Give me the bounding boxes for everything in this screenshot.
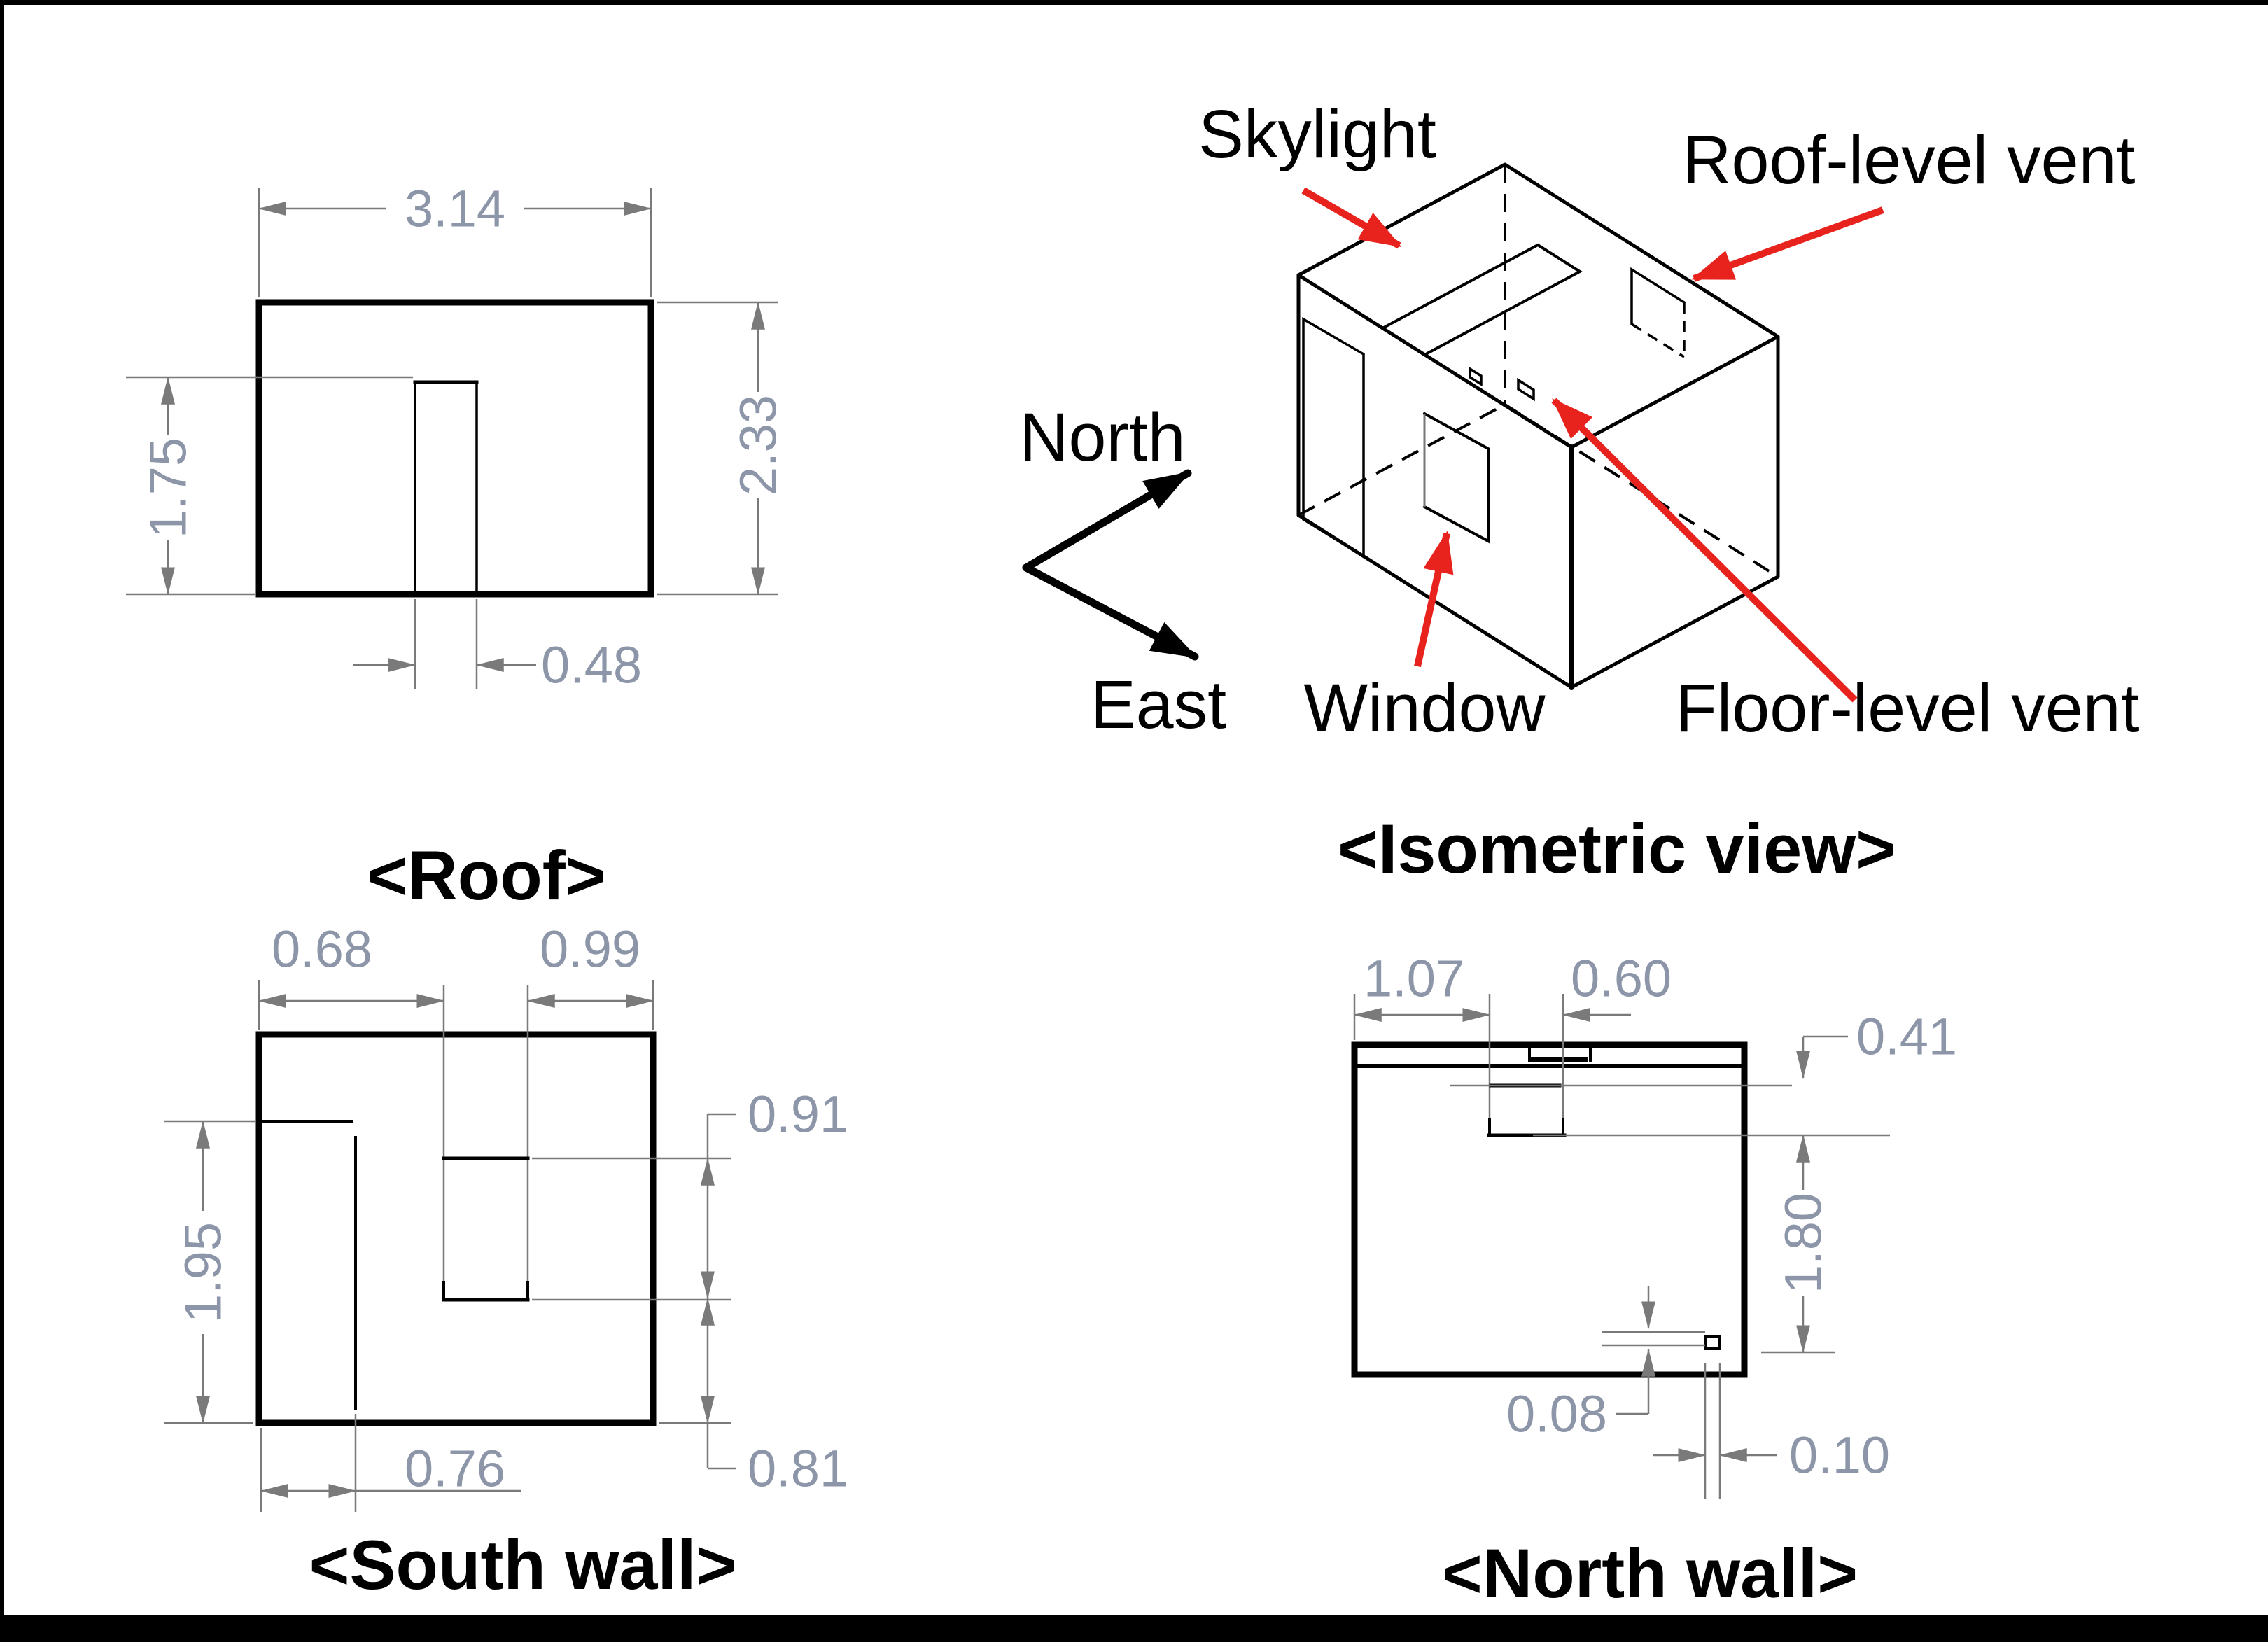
roof-outline — [255, 299, 654, 598]
roof-view: 3.14 2.33 1.75 0.48 <Roof> — [126, 180, 788, 914]
compass-north-label: North — [1019, 399, 1185, 475]
north-wall-caption: <North wall> — [1442, 1534, 1858, 1612]
floor-vent-callout-arrow — [1551, 398, 1858, 703]
page-border-bottom — [0, 1615, 2268, 1642]
north-wall-outline — [1351, 1041, 1748, 1378]
north-dim-008-value: 0.08 — [1506, 1385, 1607, 1443]
north-dim-107-value: 1.07 — [1364, 950, 1464, 1008]
north-dim-180-value: 1.80 — [1774, 1193, 1833, 1293]
roof-vent-label: Roof-level vent — [1683, 122, 2136, 198]
south-window-side-extensions — [442, 985, 529, 1300]
south-dim-091-value: 0.91 — [748, 1086, 848, 1144]
south-window-side-ticks — [442, 1281, 529, 1301]
north-dim-060-value: 0.60 — [1571, 950, 1672, 1008]
floor-vent-label: Floor-level vent — [1675, 670, 2139, 746]
south-window-top-bottom — [442, 1156, 530, 1302]
roof-depth-value: 2.33 — [729, 395, 788, 496]
iso-window — [1422, 412, 1490, 544]
iso-roof-vent-solid — [1630, 267, 1686, 325]
south-dim-081-value: 0.81 — [748, 1440, 848, 1498]
iso-bottom-edges — [1296, 513, 1780, 689]
window-label: Window — [1304, 670, 1546, 746]
south-dim-099-value: 0.99 — [540, 920, 640, 978]
iso-door — [1302, 316, 1365, 559]
south-top-extension-lines — [258, 980, 654, 1030]
south-dim-076-value: 0.76 — [405, 1440, 505, 1498]
iso-west-floor-edge-hidden — [1298, 403, 1506, 517]
north-floor-vent-height-lines — [1602, 1331, 1705, 1347]
skylight-callout-arrow — [1301, 187, 1402, 249]
north-dim-041-value: 0.41 — [1856, 1008, 1957, 1066]
isometric-caption: <Isometric view> — [1338, 810, 1896, 887]
page-border-top — [0, 0, 2268, 5]
south-wall-view: 0.68 0.99 1.95 0.91 0.81 0.76 <South wal… — [164, 920, 848, 1604]
north-vent-corner-ticks — [1488, 1118, 1564, 1137]
north-vent-top-bottom — [1487, 1083, 1567, 1137]
south-dim-195-value: 1.95 — [174, 1222, 232, 1323]
window-callout-arrow — [1414, 531, 1454, 668]
page-border-left — [0, 0, 4, 1642]
roof-caption: <Roof> — [367, 836, 606, 914]
iso-floor-vent-mark-2 — [1517, 377, 1535, 402]
compass-north-arrow — [1022, 469, 1192, 572]
iso-roof-vent-hidden — [1631, 302, 1686, 358]
north-dim-010-value: 0.10 — [1789, 1426, 1890, 1485]
iso-roof-face — [1296, 162, 1780, 449]
compass-east-label: East — [1091, 666, 1226, 743]
skylight-length-value: 1.75 — [139, 437, 197, 538]
south-dim-068-value: 0.68 — [272, 920, 372, 978]
skylight-slot-sides — [414, 381, 478, 596]
iso-skylight-slot — [1380, 243, 1583, 357]
south-wall-outline — [255, 1031, 657, 1426]
isometric-view: North East Skylight Roof-level vent Wind… — [1019, 96, 2139, 887]
north-floor-vent-width-extensions — [1704, 1363, 1721, 1499]
skylight-width-extension-lines — [414, 599, 478, 689]
south-right-extension-lines — [532, 1157, 732, 1424]
roof-vent-callout-arrow — [1691, 206, 1884, 282]
compass-east-arrow — [1022, 563, 1199, 661]
iso-floor-vent-mark-1 — [1469, 366, 1483, 387]
skylight-label: Skylight — [1198, 96, 1436, 172]
roof-width-value: 3.14 — [405, 180, 505, 238]
south-wall-caption: <South wall> — [309, 1526, 737, 1604]
north-wall-view: 1.07 0.60 0.41 1.80 0.08 0.10 <North wal… — [1351, 950, 1957, 1612]
skylight-width-value: 0.48 — [541, 636, 642, 694]
south-chain-leaders — [706, 1113, 736, 1470]
south-bottom-extension-lines — [260, 1414, 357, 1512]
north-floor-vent — [1704, 1335, 1721, 1350]
compass: North East — [1019, 399, 1226, 743]
